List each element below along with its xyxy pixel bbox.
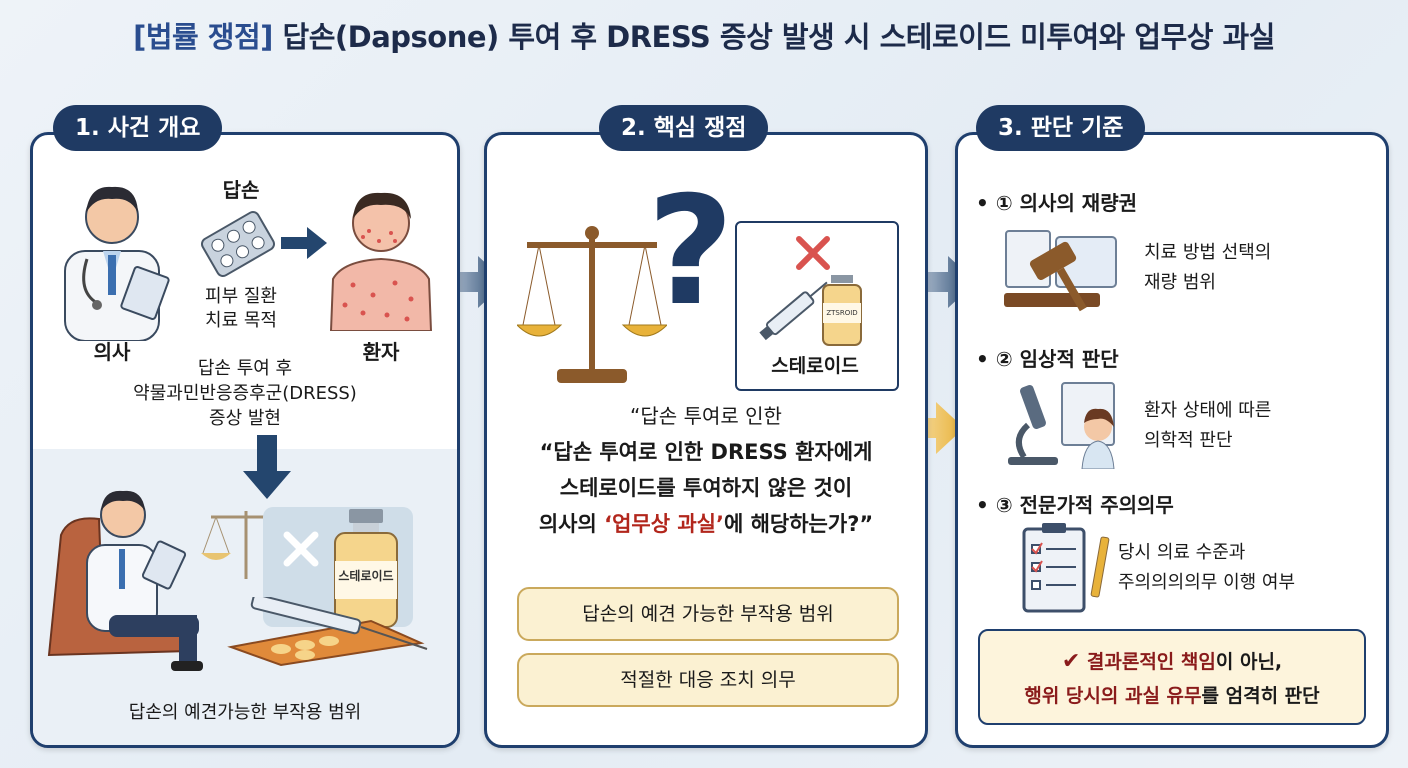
arrow-right-gold-icon	[900, 402, 964, 454]
question-line2: 스테로이드를 투여하지 않은 것이	[559, 476, 853, 500]
event-line3: 증상 발현	[209, 408, 281, 429]
criterion-3-line1: 당시 의료 수준과	[1118, 542, 1246, 563]
question-line3: 의사의 ‘업무상 과실’에 해당하는가?”	[505, 509, 907, 540]
steroid-label: 스테로이드	[771, 355, 859, 377]
criterion-2-title: • ② 임상적 판단	[976, 347, 1119, 371]
verdict-line1: ✔ 결과론적인 책임이 아닌,	[980, 647, 1364, 674]
criteria-panel: 3. 판단 기준 • ① 의사의 재량권 치료 방법 선택의 재량 범위 • ②…	[955, 105, 1389, 748]
purpose-line1: 피부 질환	[205, 286, 277, 307]
question-mark-icon: ?	[647, 165, 735, 339]
syringe-tray-icon	[227, 597, 428, 667]
cross-icon	[796, 236, 830, 270]
issue-box-1: 답손의 예견 가능한 부작용 범위	[517, 587, 899, 641]
syringe-icon	[759, 281, 828, 341]
title-tag: [법률 쟁점]	[133, 20, 273, 54]
criterion-1-line1: 치료 방법 선택의	[1144, 242, 1272, 263]
arrow-right-icon	[281, 227, 327, 259]
event-line2: 약물과민반응증후군(DRESS)	[133, 383, 357, 404]
panel-title: 3. 판단 기준	[976, 105, 1146, 151]
check-icon: ✔	[1061, 649, 1081, 674]
seated-doctor-icon	[47, 490, 203, 671]
cross-icon	[283, 531, 319, 567]
criterion-3-title: • ③ 전문가적 주의의무	[976, 493, 1174, 517]
criterion-1-title: • ① 의사의 재량권	[976, 191, 1138, 215]
verdict-c: 행위 당시의 과실 유무	[1024, 685, 1202, 707]
question-l3a: 의사의	[538, 512, 605, 536]
doctor-icon	[64, 186, 170, 341]
criterion-2-line1: 환자 상태에 따른	[1144, 400, 1272, 421]
bottom-caption: 답손의 예견가능한 부작용 범위	[128, 702, 362, 723]
verdict-line2: 행위 당시의 과실 유무를 엄격히 판단	[980, 681, 1364, 708]
criterion-2-line2: 의학적 판단	[1144, 430, 1233, 451]
arrow-down-icon	[243, 435, 291, 499]
issue-box-2: 적절한 대응 조치 의무	[517, 653, 899, 707]
criterion-3-line2: 주의의의의무 이행 여부	[1118, 572, 1296, 593]
title-text: 답손(Dapsone) 투여 후 DRESS 증상 발생 시 스테로이드 미투여…	[282, 20, 1276, 54]
microscope-icon	[1008, 382, 1115, 469]
question-line1: “답손 투여로 인한 DRESS 환자에게	[539, 440, 873, 464]
verdict-b: 이 아닌,	[1215, 651, 1283, 673]
question-pre: “답손 투여로 인한	[630, 404, 782, 428]
checklist-icon	[1022, 523, 1110, 613]
patient-rash-icon	[329, 192, 433, 331]
drug-label: 답손	[222, 178, 260, 202]
panel-title: 1. 사건 개요	[53, 105, 223, 151]
purpose-line2: 치료 목적	[205, 310, 277, 331]
case-overview-panel: 1. 사건 개요 의사 답손 피부 질환 치료 목적 환자 답손 투여 후	[30, 105, 460, 748]
scale-icon	[517, 226, 667, 383]
doctor-label: 의사	[93, 340, 131, 364]
key-issue-panel: 2. 핵심 쟁점 ? ZTSROID 스테로이드 “답손 투여로 인한 “답손 …	[484, 105, 928, 748]
question-l3c: 에 해당하는가?”	[723, 512, 874, 536]
verdict-box: ✔ 결과론적인 책임이 아닌, 행위 당시의 과실 유무를 엄격히 판단	[978, 629, 1366, 725]
patient-label: 환자	[362, 340, 400, 364]
vial-label: 스테로이드	[338, 569, 394, 583]
verdict-a: 결과론적인 책임	[1086, 651, 1216, 673]
event-line1: 답손 투여 후	[197, 358, 293, 379]
panel-title: 2. 핵심 쟁점	[599, 105, 769, 151]
vial-icon	[334, 509, 398, 628]
page-title: [법률 쟁점] 답손(Dapsone) 투여 후 DRESS 증상 발생 시 스…	[0, 14, 1408, 56]
pill-blister-icon	[200, 211, 276, 277]
vial-icon	[822, 275, 862, 346]
gavel-icon	[1004, 230, 1117, 312]
criterion-1-line2: 재량 범위	[1144, 272, 1216, 293]
verdict-d: 를 엄격히 판단	[1201, 685, 1320, 707]
vial-text: ZTSROID	[826, 309, 858, 317]
question-l3b: ‘업무상 과실’	[604, 512, 724, 536]
